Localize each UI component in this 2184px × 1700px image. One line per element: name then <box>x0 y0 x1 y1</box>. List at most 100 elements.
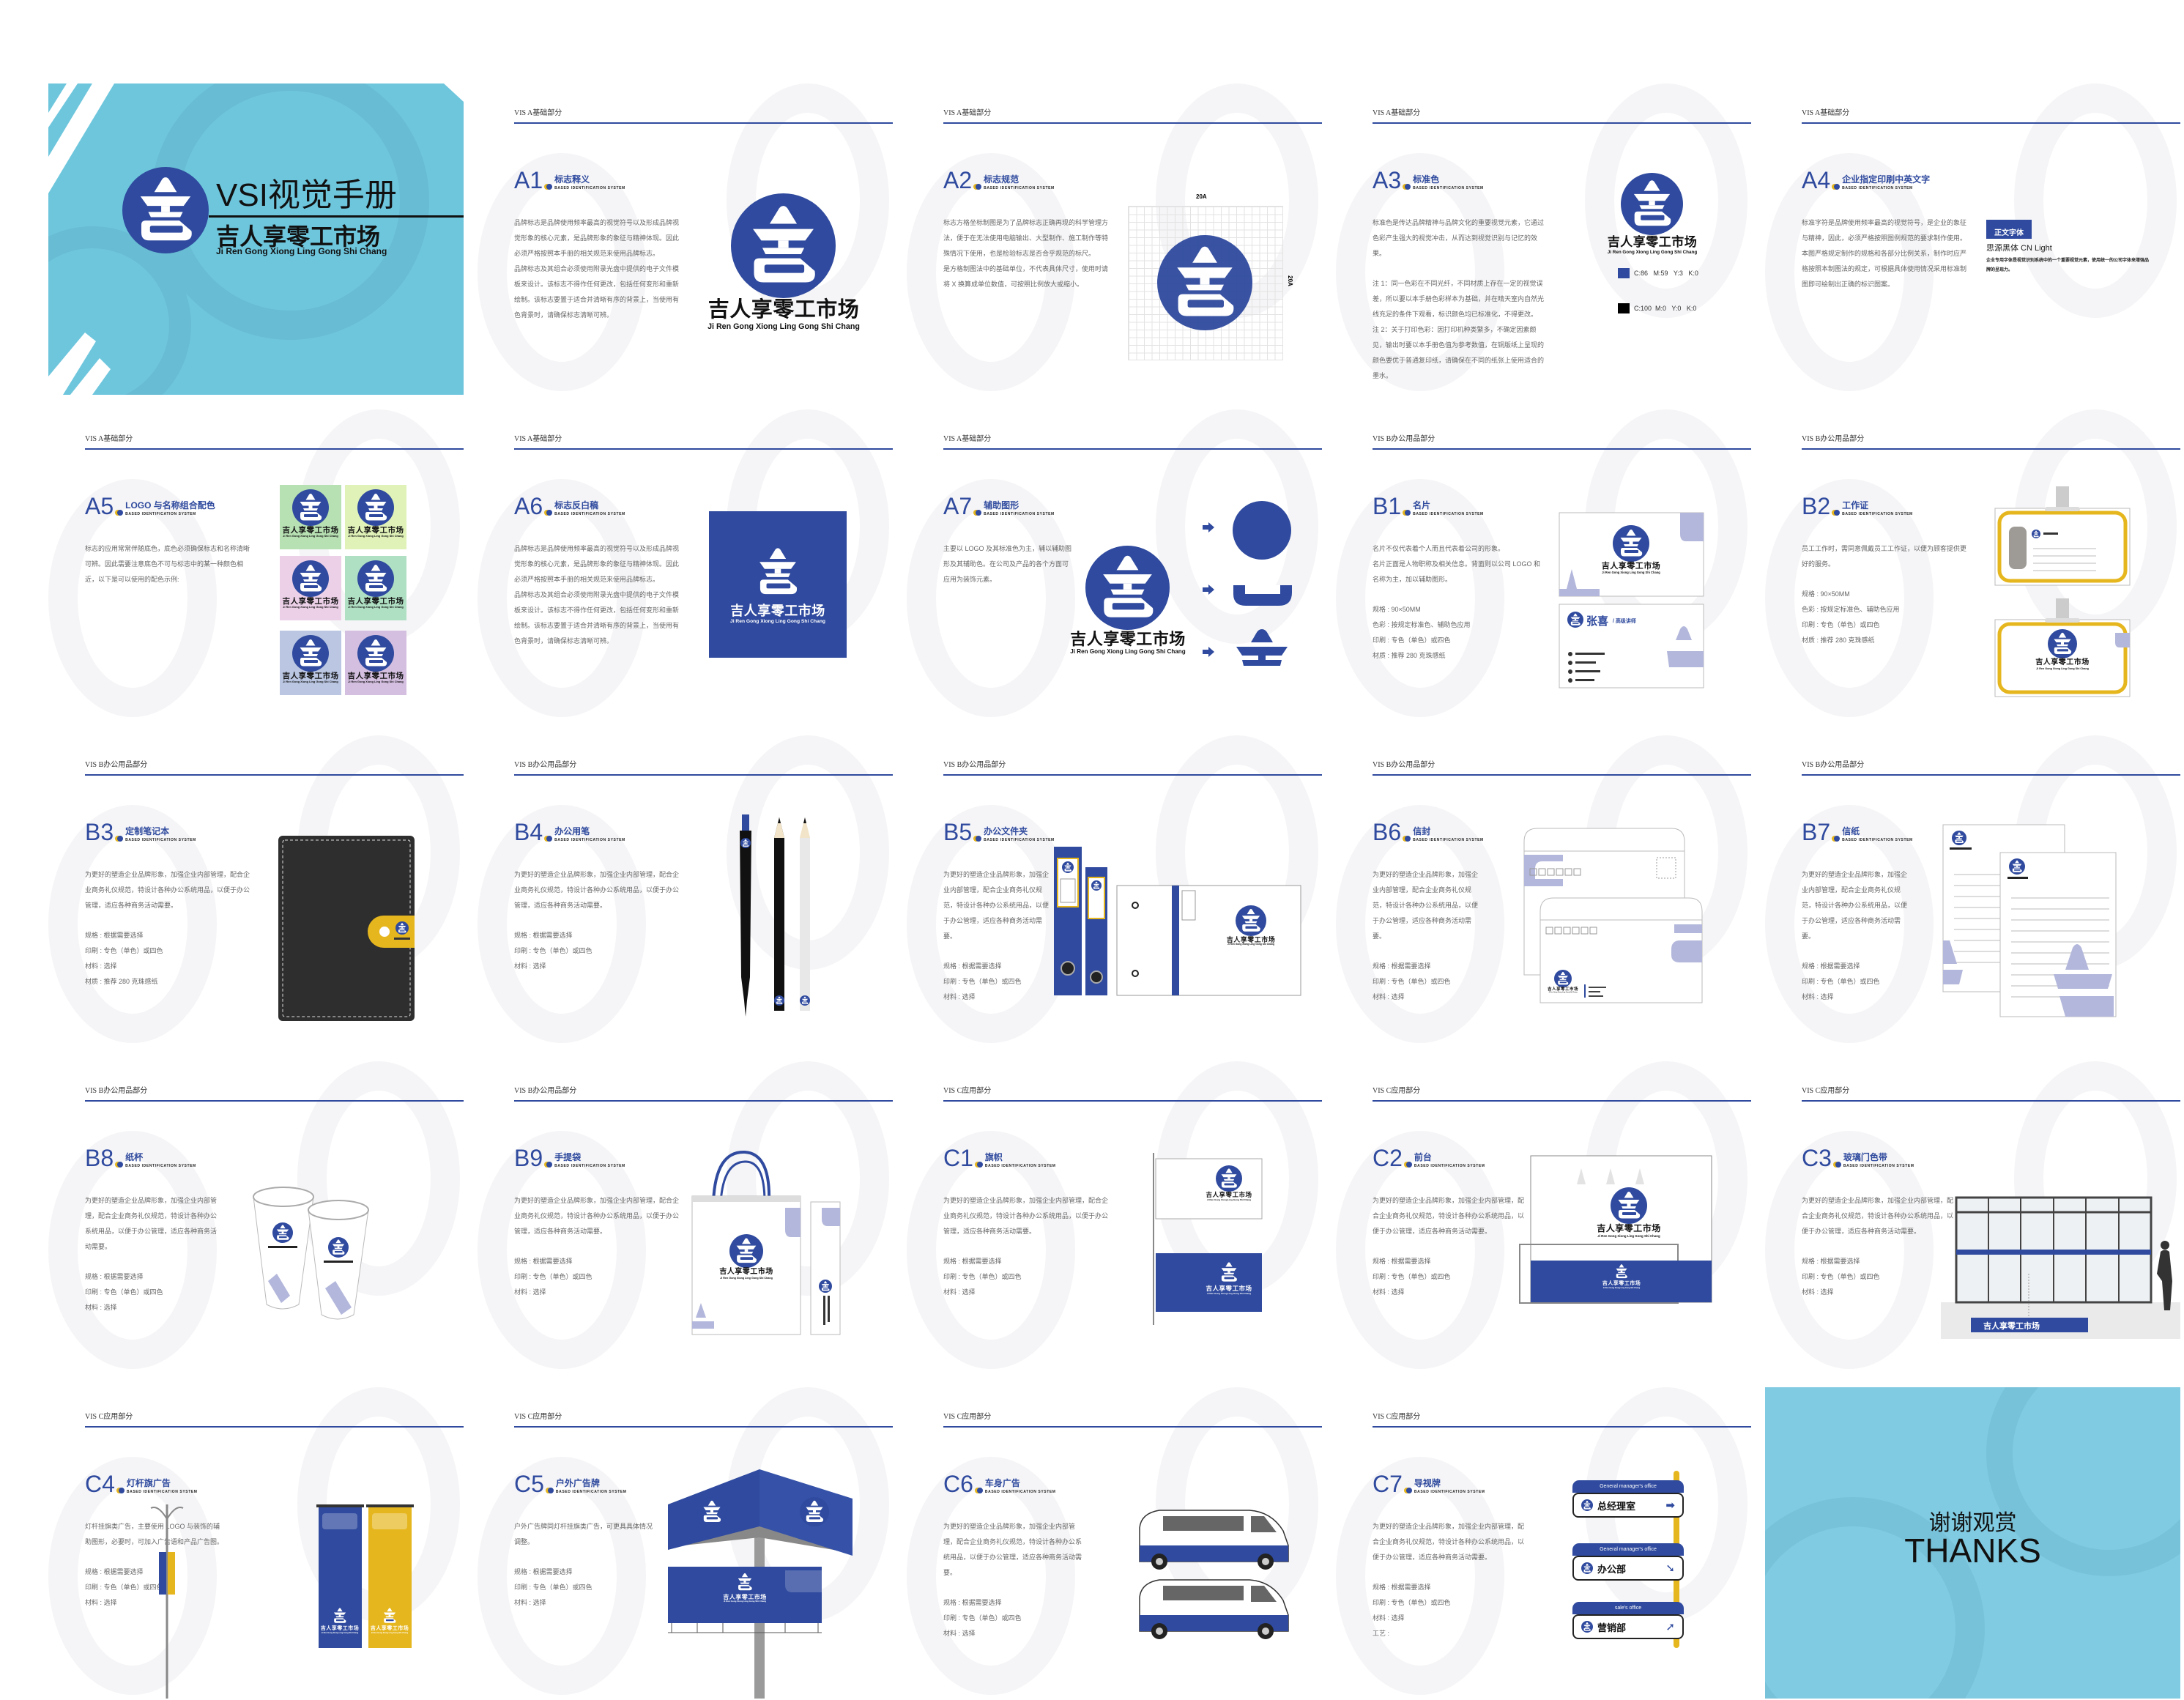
spec-item: 材料 : 选择 <box>514 1599 546 1606</box>
spec-item: 材料 : 选择 <box>1373 993 1405 1001</box>
header-rule <box>514 774 893 776</box>
page-body: 为更好的塑造企业品牌形象，加强企业内部管理，配合企业商务礼仪规范，特设计各种办公… <box>943 1519 1082 1641</box>
employee-badges <box>1994 486 2131 697</box>
outdoor-billboard <box>668 1469 853 1699</box>
brand-pinyin: Ji Ren Gong Xiong Ling Gong Shi Chang <box>348 534 404 538</box>
brand-pinyin: Ji Ren Gong Xiong Ling Gong Shi Chang <box>1597 1233 1660 1238</box>
spec-item: 印刷 : 专色（单色）或四色 <box>1373 1273 1451 1280</box>
page-title: 定制笔记本 <box>125 826 170 837</box>
page-code: B5 <box>943 819 973 845</box>
body-paragraph: 品牌标志是品牌使用频率最高的视觉符号以及形成品牌视觉形象的核心元素，是品牌形象的… <box>514 545 680 583</box>
spec-item: 印刷 : 专色（单色）或四色 <box>514 1584 593 1591</box>
shopping-bag <box>691 1150 841 1335</box>
page-code: B2 <box>1802 493 1831 519</box>
brand-logo-icon <box>1581 1562 1593 1574</box>
page-code: B1 <box>1373 493 1402 519</box>
section-header: VIS A基础部分 <box>943 109 992 117</box>
brand-logo-icon <box>1611 1187 1647 1224</box>
page-code: B9 <box>514 1145 543 1171</box>
dot-icon <box>1405 1488 1412 1493</box>
spec-item: 规格 : 根据需要选择 <box>514 1258 573 1265</box>
brand-name: 吉人享零工市场 <box>347 526 404 535</box>
dot-icon <box>1405 184 1411 190</box>
page-body: 品牌标志是品牌使用频率最高的视觉符号以及形成品牌视觉形象的核心元素，是品牌形象的… <box>514 215 683 323</box>
dot-icon <box>976 1488 983 1493</box>
page-body: 品牌标志是品牌使用频率最高的视觉符号以及形成品牌视觉形象的核心元素，是品牌形象的… <box>514 541 683 649</box>
spec-item: 印刷 : 专色（单色）或四色 <box>1373 636 1451 644</box>
page-code: C3 <box>1802 1145 1832 1171</box>
page-code: C7 <box>1373 1471 1403 1497</box>
section-header: VIS C应用部分 <box>943 1087 992 1095</box>
body-paragraph: 为更好的塑造企业品牌形象，加强企业内部管理，配合企业商务礼仪规范，特设计各种办公… <box>514 871 680 909</box>
section-header: VIS B办公用品部分 <box>943 761 1006 769</box>
page-title: 办公文件夹 <box>984 826 1028 837</box>
page-body: 为更好的塑造企业品牌形象，加强企业内部管理，配合企业商务礼仪规范，特设计各种办公… <box>1373 1519 1526 1641</box>
page-title: 辅助图形 <box>984 500 1019 511</box>
card-holder-name: 张喜 <box>1586 615 1609 628</box>
page-title: 标志释义 <box>554 174 590 185</box>
dot-icon <box>1405 836 1411 842</box>
spec-item: 材料 : 选择 <box>85 1599 117 1606</box>
brand-name: 吉人享零工市场 <box>282 526 339 535</box>
brand-logo-icon <box>1216 1259 1242 1285</box>
dot-icon <box>1835 1162 1841 1168</box>
section-header: VIS B办公用品部分 <box>1373 435 1435 443</box>
page-code: A1 <box>514 167 543 193</box>
section-header: VIS C应用部分 <box>1373 1087 1421 1095</box>
brand-logo-icon <box>1613 525 1649 562</box>
page-body: 标志的应用常常伴随底色，底色必须确保标志和名称清晰可辨。因此需要注意底色不可与标… <box>85 541 253 587</box>
section-header: VIS C应用部分 <box>943 1413 992 1421</box>
brand-name: 吉人享零工市场 <box>1547 987 1578 992</box>
page-subtitle: BASED IDENTIFICATION SYSTEM <box>555 1490 627 1494</box>
spec-item: 规格 : 90×50MM <box>1802 590 1850 598</box>
spec-item: 印刷 : 专色（单色）或四色 <box>1802 978 1880 985</box>
cover-title: VSI视觉手册 <box>216 177 397 213</box>
header-rule <box>1802 122 2180 124</box>
spec-item: 色彩 : 按规定标准色、辅助色应用 <box>1802 606 1900 613</box>
spec-item: 印刷 : 专色（单色）或四色 <box>514 1273 593 1280</box>
page-title: 手提袋 <box>554 1152 582 1163</box>
body-paragraph: 为更好的塑造企业品牌形象，加强企业内部管理，配合企业商务礼仪规范，特设计各种办公… <box>943 871 1050 940</box>
spec-item: 印刷 : 专色（单色）或四色 <box>1373 1599 1451 1606</box>
page-body: 为更好的塑造企业品牌形象，加强企业内部管理，配合企业商务礼仪规范，特设计各种办公… <box>943 867 1053 1005</box>
spec-item: 印刷 : 专色（单色）或四色 <box>85 1584 163 1591</box>
page-title: 标准色 <box>1413 174 1440 185</box>
brand-logo-icon <box>292 635 329 672</box>
spec-item: 规格 : 根据需要选择 <box>943 1258 1002 1265</box>
header-rule <box>85 774 464 776</box>
spec-item: 材质 : 推荐 280 克珠感纸 <box>1802 636 1875 644</box>
page-code: C6 <box>943 1471 973 1497</box>
brand-pinyin: Ji Ren Gong Xiong Ling Gong Shi Chang <box>216 246 387 256</box>
page-body: 为更好的塑造企业品牌形象，加强企业内部管理，配合企业商务礼仪规范，特设计各种办公… <box>1802 867 1912 1005</box>
dot-icon <box>546 184 553 190</box>
brand-pinyin: Ji Ren Gong Xiong Ling Gong Shi Chang <box>283 605 338 609</box>
spec-item: 规格 : 90×50MM <box>1373 606 1421 613</box>
spec-item: 材质 : 推荐 280 克珠感纸 <box>1373 652 1446 659</box>
spec-item: 规格 : 根据需要选择 <box>514 1568 573 1575</box>
header-rule <box>1373 448 1751 450</box>
page-body: 为更好的塑造企业品牌形象，加强企业内部管理，配合企业商务礼仪规范，特设计各种办公… <box>85 867 253 990</box>
page-subtitle: BASED IDENTIFICATION SYSTEM <box>125 838 196 842</box>
spec-list: 规格 : 根据需要选择印刷 : 专色（单色）或四色材料 : 选择 <box>943 959 1053 1005</box>
section-header: VIS B办公用品部分 <box>85 1087 148 1095</box>
spec-item: 规格 : 根据需要选择 <box>1373 1258 1431 1265</box>
brand-logo-icon <box>379 1606 400 1626</box>
spec-list: 规格 : 根据需要选择印刷 : 专色（单色）或四色材料 : 选择 <box>943 1595 1082 1641</box>
brand-pinyin: Ji Ren Gong Xiong Ling Gong Shi Chang <box>720 1276 773 1280</box>
section-header: VIS C应用部分 <box>1373 1413 1421 1421</box>
spec-item: 材料 : 选择 <box>943 1288 976 1296</box>
